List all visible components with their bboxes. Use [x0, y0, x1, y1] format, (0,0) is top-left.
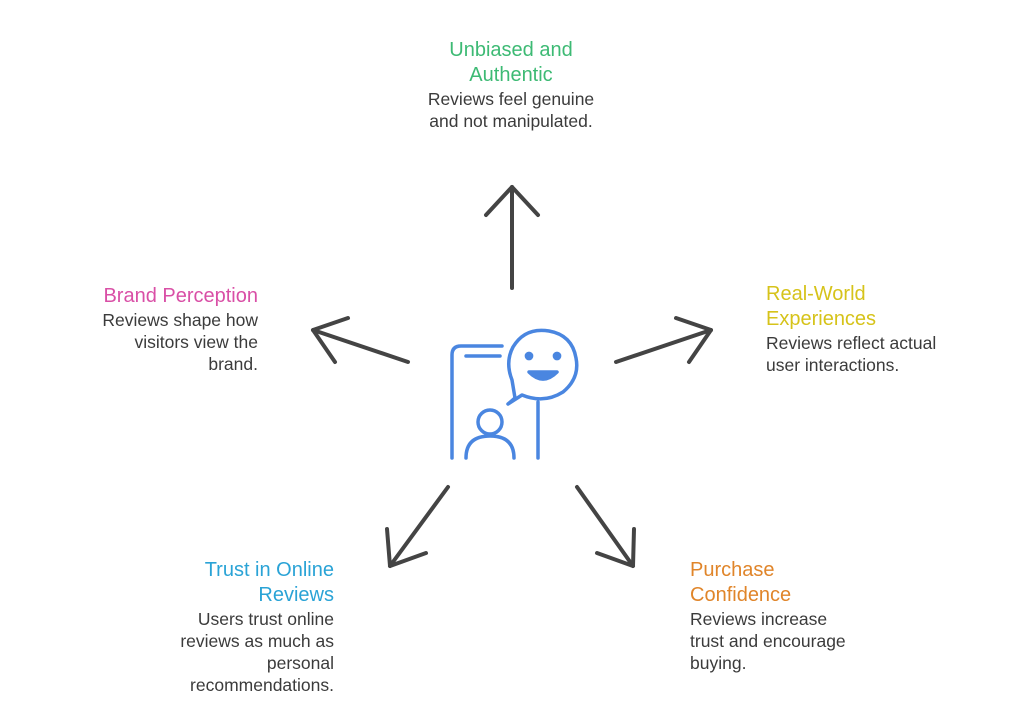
node-trust: Trust in Online Reviews Users trust onli…: [94, 558, 334, 696]
node-purchase-title: Purchase Confidence: [690, 558, 930, 608]
node-unbiased-title-line1: Unbiased and: [449, 39, 573, 61]
node-brand: Brand Perception Reviews shape how visit…: [18, 284, 258, 375]
arrow-to-unbiased: [484, 185, 540, 290]
node-brand-title: Brand Perception: [18, 284, 258, 309]
node-purchase-title-line2: Confidence: [690, 584, 792, 606]
arrow-to-purchase: [575, 485, 636, 568]
node-unbiased-title: Unbiased and Authentic: [400, 38, 622, 88]
node-purchase-description: Reviews increase trust and encourage buy…: [690, 608, 930, 674]
node-realworld-description: Reviews reflect actual user interactions…: [766, 332, 1006, 376]
node-brand-desc-line1: Reviews shape how: [102, 310, 258, 330]
node-unbiased-desc-line2: and not manipulated.: [429, 111, 593, 131]
arrows: [311, 185, 713, 568]
node-realworld-title: Real-World Experiences: [766, 282, 1006, 332]
node-trust-title-line2: Reviews: [258, 584, 334, 606]
phone-with-smiley-chat-and-user-icon: [450, 328, 579, 460]
node-unbiased-desc-line1: Reviews feel genuine: [427, 89, 595, 109]
node-trust-title: Trust in Online Reviews: [94, 558, 334, 608]
node-realworld-title-line2: Experiences: [766, 308, 877, 330]
node-unbiased: Unbiased and Authentic Reviews feel genu…: [400, 38, 622, 132]
node-purchase: Purchase Confidence Reviews increase tru…: [690, 558, 930, 674]
node-unbiased-description: Reviews feel genuine and not manipulated…: [400, 88, 622, 132]
node-purchase-desc-line1: Reviews increase: [690, 609, 828, 629]
node-purchase-desc-line2: trust and encourage: [690, 631, 846, 651]
node-trust-description: Users trust online reviews as much as pe…: [94, 608, 334, 696]
arrow-to-trust: [385, 485, 450, 568]
node-realworld-title-line1: Real-World: [766, 283, 866, 305]
node-trust-desc-line3: personal: [266, 653, 334, 673]
node-trust-desc-line1: Users trust online: [197, 609, 334, 629]
node-realworld-desc-line1: Reviews reflect actual: [766, 333, 937, 353]
node-brand-title-line1: Brand Perception: [103, 285, 258, 307]
arrow-to-brand: [311, 316, 410, 364]
node-brand-desc-line3: brand.: [208, 354, 258, 374]
node-purchase-title-line1: Purchase: [690, 559, 775, 581]
node-brand-description: Reviews shape how visitors view the bran…: [18, 309, 258, 375]
node-unbiased-title-line2: Authentic: [469, 64, 553, 86]
node-trust-title-line1: Trust in Online: [204, 559, 334, 581]
node-realworld: Real-World Experiences Reviews reflect a…: [766, 282, 1006, 376]
node-trust-desc-line4: recommendations.: [190, 675, 334, 695]
node-trust-desc-line2: reviews as much as: [180, 631, 334, 651]
node-purchase-desc-line3: buying.: [690, 653, 747, 673]
node-brand-desc-line2: visitors view the: [134, 332, 258, 352]
arrow-to-realworld: [614, 316, 713, 364]
node-realworld-desc-line2: user interactions.: [766, 355, 900, 375]
